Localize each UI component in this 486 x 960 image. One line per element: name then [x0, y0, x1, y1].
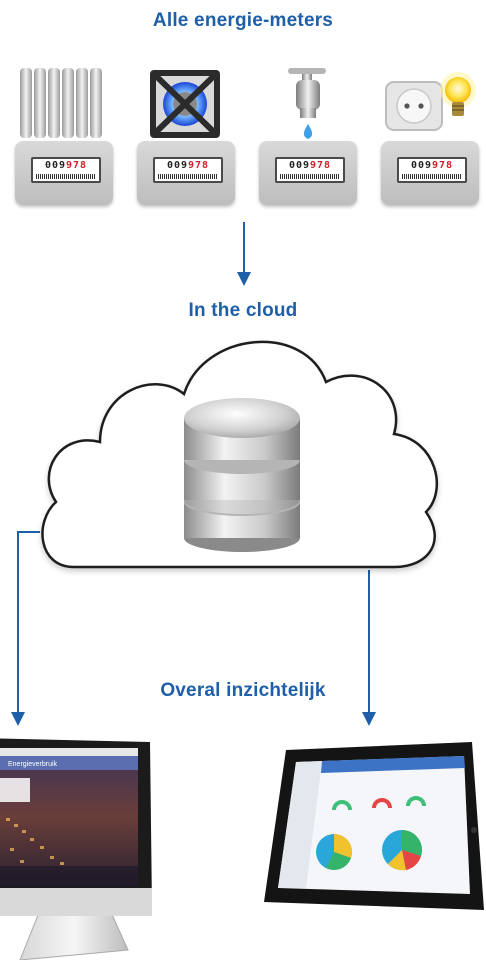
gas-burner-icon [150, 70, 220, 138]
meter-display: 009978 [381, 141, 479, 205]
meter-electricity: 009978 [378, 64, 482, 205]
tablet-pie-right [382, 830, 422, 871]
meter-reading: 009978 [275, 157, 345, 183]
title-overal-inzichtelijk: Overal inzichtelijk [160, 680, 326, 701]
meter-reading: 009978 [31, 157, 101, 183]
tablet-icon [264, 742, 484, 910]
reading-digits: 009 [44, 160, 66, 171]
reading-digits: 009 [288, 160, 310, 171]
meter-display: 009978 [15, 141, 113, 205]
arrow-meters-to-cloud [237, 222, 251, 286]
arrow-cloud-to-monitor [11, 531, 40, 726]
reading-digits-red: 978 [66, 160, 88, 171]
meter-display: 009978 [259, 141, 357, 205]
reading-digits-red: 978 [310, 160, 332, 171]
tablet-pie-left [316, 834, 353, 870]
reading-digits-red: 978 [432, 160, 454, 171]
meter-reading: 009978 [397, 157, 467, 183]
monitor-app-title: Energieverbruik [8, 761, 58, 768]
cloud-icon [41, 340, 439, 569]
meter-water: 009978 [256, 64, 360, 205]
title-in-the-cloud: In the cloud [188, 300, 298, 321]
reading-digits: 009 [410, 160, 432, 171]
desktop-monitor-icon: Energieverbruik [0, 738, 152, 960]
reading-digits: 009 [166, 160, 188, 171]
reading-digits-red: 978 [188, 160, 210, 171]
database-icon [184, 398, 300, 552]
water-tap-icon [288, 68, 326, 139]
meter-heating: 009978 [12, 64, 116, 205]
arrow-cloud-to-tablet [362, 570, 376, 726]
meter-gas: 009978 [134, 64, 238, 205]
tablet-gauges [332, 796, 426, 811]
meter-display: 009978 [137, 141, 235, 205]
power-socket-bulb-icon [385, 72, 476, 131]
radiator-icon [20, 68, 102, 138]
title-all-meters: Alle energie-meters [152, 10, 334, 31]
meter-reading: 009978 [153, 157, 223, 183]
